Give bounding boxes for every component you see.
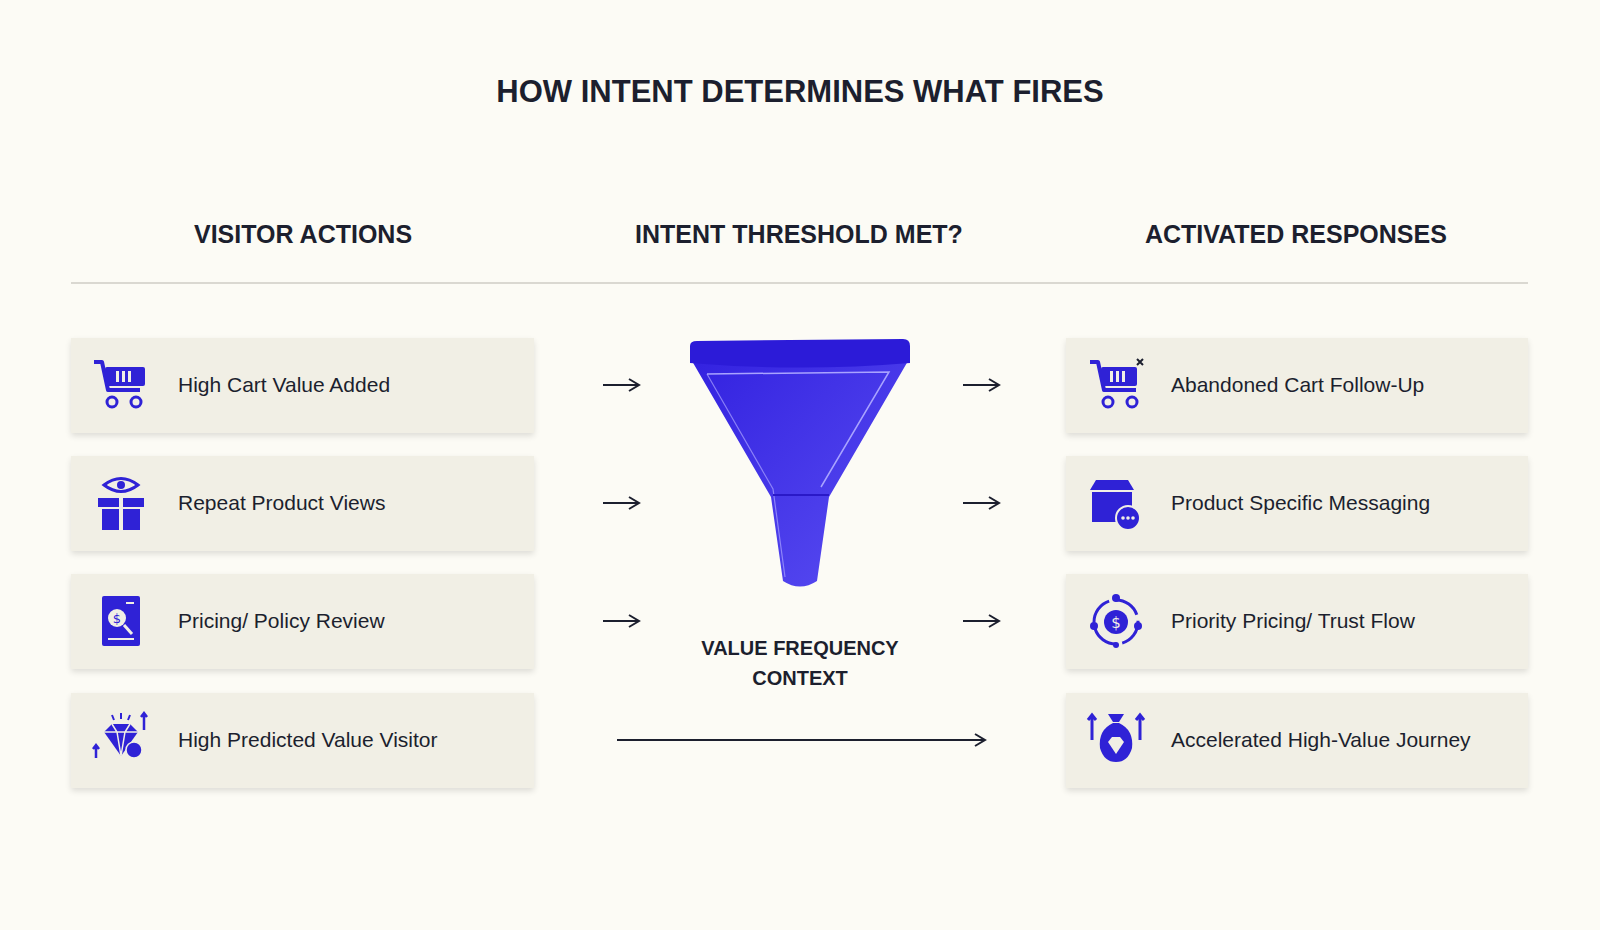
box-text: Product Specific Messaging [1171,490,1516,516]
pricing-doc-icon: $ [100,594,142,648]
flow-arrow [963,384,999,386]
diagram-title: HOW INTENT DETERMINES WHAT FIRES [496,74,1103,110]
column-header: ACTIVATED RESPONSES [1145,220,1447,249]
box-chat-icon [1088,478,1144,532]
box-text: Priority Pricing/ Trust Flow [1171,608,1516,634]
box-text: High Cart Value Added [178,372,522,398]
flow-arrow [603,502,639,504]
action-box: Accelerated High-Value Journey [1066,693,1528,788]
box-text: Accelerated High-Value Journey [1171,727,1516,753]
svg-text:$: $ [113,611,121,626]
action-box: Priority Pricing/ Trust Flow [1066,574,1528,669]
column-header: VISITOR ACTIONS [194,220,412,249]
svg-text:$: $ [1111,614,1121,632]
funnel-label: VALUE FREQUENCY CONTEXT [690,633,910,693]
diamond-value-icon [92,710,150,762]
priority-pricing-icon: $ [1088,593,1144,649]
box-eye-icon [96,476,146,531]
action-box: Product Specific Messaging [1066,456,1528,551]
box-text: High Predicted Value Visitor [178,727,522,753]
box-text: Pricing/ Policy Review [178,608,522,634]
moneybag-diamond-icon [1086,710,1146,766]
box-text: Repeat Product Views [178,490,522,516]
action-box: High Predicted Value Visitor [71,693,534,788]
divider-line [71,282,1528,284]
flow-arrow [963,620,999,622]
cart-icon [92,358,150,410]
box-text: Abandoned Cart Follow-Up [1171,372,1516,398]
action-box: Pricing/ Policy Review [71,574,534,669]
flow-arrow [603,620,639,622]
column-header: INTENT THRESHOLD MET? [635,220,963,249]
flow-arrow [963,502,999,504]
flow-arrow [617,739,985,741]
funnel-node: VALUE FREQUENCY CONTEXT [675,339,925,693]
flow-arrow [603,384,639,386]
funnel-shape [689,339,911,592]
cart-x-icon [1088,358,1146,410]
